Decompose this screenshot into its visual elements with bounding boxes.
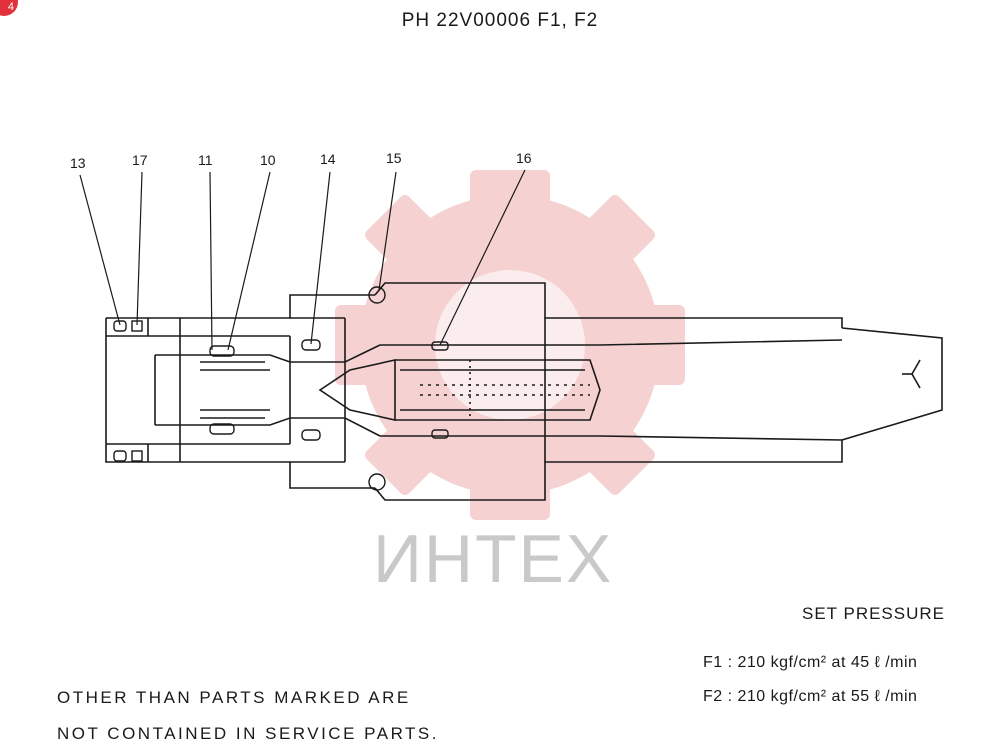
callout-10: 10 [260,152,276,168]
callout-leaders [79,169,526,351]
callout-11: 11 [198,152,213,168]
spec-f2: F2 : 210 kgf/cm² at 55 ℓ /min [703,688,918,705]
callout-16: 16 [516,150,532,166]
callout-14: 14 [320,151,336,167]
page-badge: 4 [0,0,18,16]
note-line-1: OTHER THAN PARTS MARKED ARE [57,688,411,707]
drawing-title: PH 22V00006 F1, F2 [401,10,599,31]
watermark-text: ИНТЕХ [373,521,614,597]
valve-body [105,282,943,501]
set-pressure-heading: SET PRESSURE [802,604,946,623]
spec-f1: F1 : 210 kgf/cm² at 45 ℓ /min [703,654,918,671]
seal-rings [113,286,449,491]
callout-13: 13 [70,155,86,171]
callout-15: 15 [386,150,402,166]
note-line-2: NOT CONTAINED IN SERVICE PARTS. [57,724,439,743]
callout-17: 17 [132,152,148,168]
